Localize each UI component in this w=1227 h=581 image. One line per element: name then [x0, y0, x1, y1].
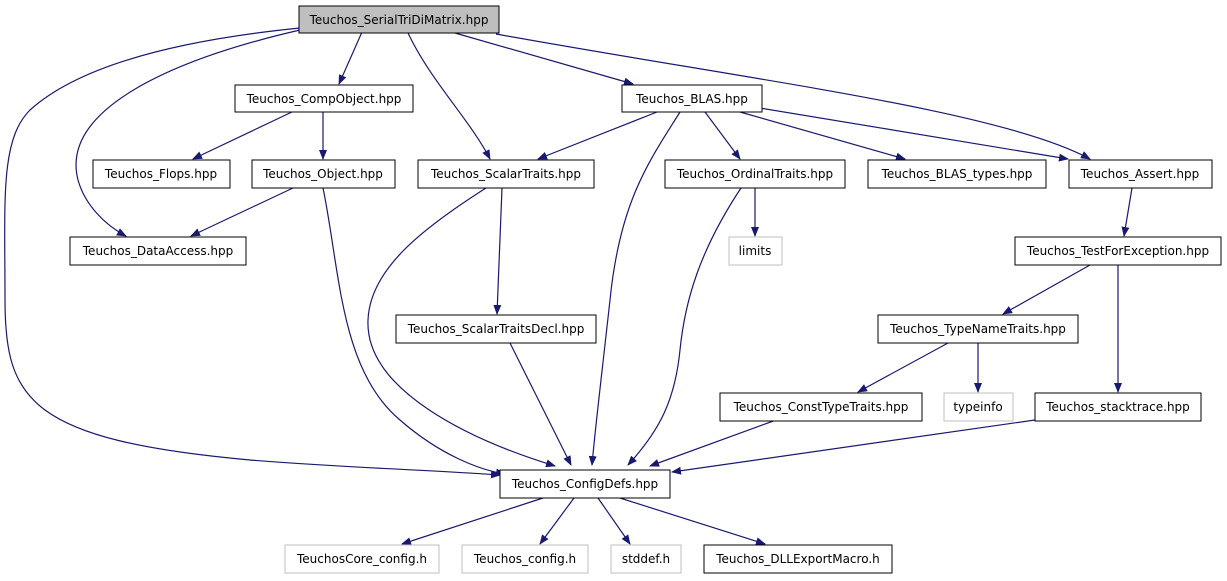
edge-configdefs-config — [539, 497, 575, 545]
node-label: Teuchos_TestForException.hpp — [1026, 244, 1209, 258]
node-label: Teuchos_CompObject.hpp — [246, 92, 402, 106]
edge-scalartraitsdecl-configdefs — [509, 342, 572, 466]
edge-ordinaltraits-configdefs — [627, 187, 742, 466]
node-ordinaltraits[interactable]: Teuchos_OrdinalTraits.hpp — [664, 159, 846, 189]
node-label: Teuchos_Assert.hpp — [1080, 167, 1199, 181]
node-configdefs[interactable]: Teuchos_ConfigDefs.hpp — [499, 469, 671, 499]
node-label: Teuchos_Flops.hpp — [104, 167, 217, 181]
node-flops[interactable]: Teuchos_Flops.hpp — [92, 159, 231, 189]
node-label: Teuchos_Object.hpp — [262, 167, 383, 181]
node-testforexception[interactable]: Teuchos_TestForException.hpp — [1014, 236, 1222, 266]
node-label: Teuchos_TypeNameTraits.hpp — [889, 322, 1066, 336]
edge-configdefs-coreconfig — [401, 497, 544, 546]
edge-typenametraits-consttypetraits — [857, 342, 949, 393]
edge-compobject-flops — [192, 110, 295, 160]
edge-consttypetraits-configdefs — [649, 419, 777, 467]
node-label: typeinfo — [953, 400, 1002, 414]
edge-serialtridi-assert — [495, 33, 1091, 160]
node-config[interactable]: Teuchos_config.h — [461, 544, 589, 574]
node-dataaccess[interactable]: Teuchos_DataAccess.hpp — [69, 236, 247, 266]
node-stddef[interactable]: stddef.h — [610, 544, 682, 574]
node-label: Teuchos_OrdinalTraits.hpp — [676, 167, 833, 181]
node-label: Teuchos_BLAS.hpp — [635, 92, 748, 106]
node-stacktrace[interactable]: Teuchos_stacktrace.hpp — [1034, 392, 1202, 422]
edges — [4, 27, 1133, 546]
edge-object-configdefs — [322, 187, 506, 477]
edge-blas-blastypes — [739, 111, 906, 161]
node-label: Teuchos_BLAS_types.hpp — [881, 167, 1033, 181]
edge-serialtridi-configdefs — [4, 27, 501, 479]
node-label: Teuchos_ConfigDefs.hpp — [511, 477, 658, 491]
node-label: TeuchosCore_config.h — [296, 552, 427, 566]
node-consttypetraits[interactable]: Teuchos_ConstTypeTraits.hpp — [719, 392, 923, 422]
edge-object-dataaccess — [190, 187, 294, 237]
edge-scalartraits-configdefs — [367, 187, 556, 468]
edge-configdefs-stddef — [597, 497, 631, 545]
node-assert[interactable]: Teuchos_Assert.hpp — [1068, 159, 1213, 189]
edge-configdefs-dllexport — [619, 497, 766, 546]
edge-serialtridi-blas — [454, 32, 634, 86]
edge-blas-scalartraits — [537, 111, 658, 160]
node-compobject[interactable]: Teuchos_CompObject.hpp — [234, 84, 414, 113]
node-label: Teuchos_ScalarTraitsDecl.hpp — [407, 322, 585, 336]
node-typenametraits[interactable]: Teuchos_TypeNameTraits.hpp — [877, 314, 1079, 344]
node-label: Teuchos_DLLExportMacro.h — [715, 552, 880, 566]
node-label: Teuchos_SerialTriDiMatrix.hpp — [309, 13, 489, 27]
node-label: Teuchos_stacktrace.hpp — [1045, 400, 1190, 414]
node-label: Teuchos_ScalarTraits.hpp — [430, 167, 581, 181]
edge-serialtridi-dataaccess — [75, 29, 301, 237]
edge-stacktrace-configdefs — [671, 419, 1036, 475]
edge-serialtridi-compobject — [338, 31, 363, 85]
edge-blas-ordinaltraits — [704, 111, 741, 160]
node-blastypes[interactable]: Teuchos_BLAS_types.hpp — [867, 159, 1047, 189]
node-object[interactable]: Teuchos_Object.hpp — [251, 159, 396, 189]
node-scalartraitsdecl[interactable]: Teuchos_ScalarTraitsDecl.hpp — [395, 314, 597, 344]
node-label: Teuchos_config.h — [473, 552, 576, 566]
node-limits[interactable]: limits — [728, 236, 783, 266]
node-serialtridi[interactable]: Teuchos_SerialTriDiMatrix.hpp — [298, 5, 500, 34]
edge-blas-assert — [759, 107, 1069, 162]
node-label: Teuchos_ConstTypeTraits.hpp — [733, 400, 909, 414]
node-coreconfig[interactable]: TeuchosCore_config.h — [284, 544, 440, 574]
node-blas[interactable]: Teuchos_BLAS.hpp — [621, 84, 763, 113]
node-scalartraits[interactable]: Teuchos_ScalarTraits.hpp — [417, 159, 595, 189]
node-label: stddef.h — [622, 552, 670, 566]
edge-assert-testforexception — [1121, 187, 1133, 237]
edge-serialtridi-scalartraits — [407, 32, 491, 160]
node-dllexport[interactable]: Teuchos_DLLExportMacro.h — [703, 544, 893, 574]
node-label: limits — [739, 244, 772, 258]
node-label: Teuchos_DataAccess.hpp — [82, 244, 233, 258]
node-typeinfo[interactable]: typeinfo — [943, 392, 1014, 422]
edge-testforexception-typenametraits — [1002, 264, 1091, 315]
nodes: Teuchos_SerialTriDiMatrix.hpp Teuchos_Co… — [69, 5, 1222, 574]
edge-scalartraits-scalartraitsdecl — [493, 187, 503, 315]
edge-blas-configdefs — [588, 111, 681, 466]
